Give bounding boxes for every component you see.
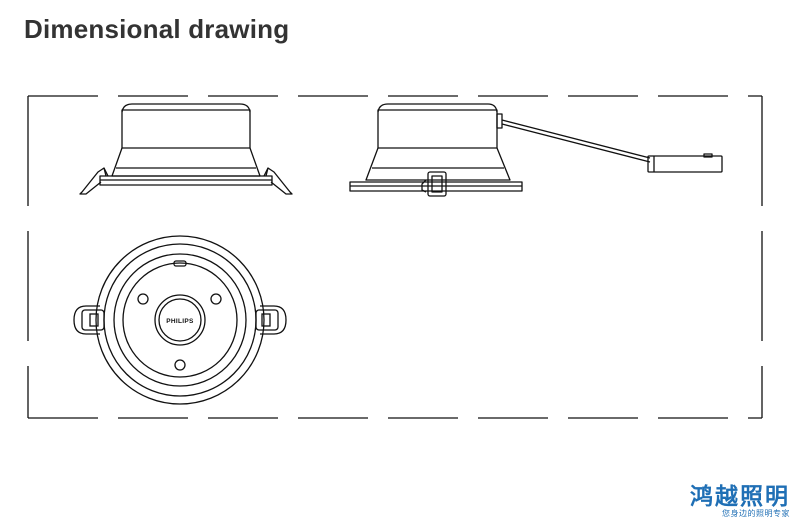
brand-name: 鸿越照明 — [690, 484, 790, 510]
page-title: Dimensional drawing — [24, 14, 290, 44]
dashed-frame — [27, 95, 763, 419]
brand-logo: 鸿越照明 您身边的照明专家 — [690, 485, 790, 519]
center-logo-text: PHILIPS — [166, 318, 194, 325]
bottom-view — [73, 235, 287, 405]
side-view — [349, 103, 723, 197]
front-view — [79, 103, 293, 195]
brand-slogan: 您身边的照明专家 — [722, 509, 790, 518]
